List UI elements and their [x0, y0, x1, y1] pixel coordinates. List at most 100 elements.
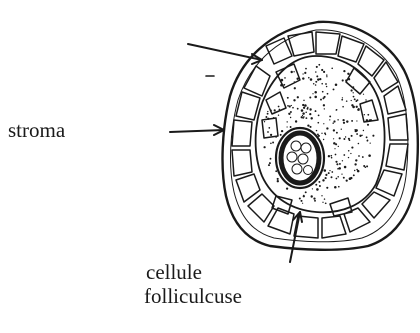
stipple-dot — [270, 110, 272, 112]
stipple-dot — [307, 124, 309, 126]
stipple-dot — [331, 68, 333, 70]
stipple-dot — [308, 77, 310, 79]
stipple-dot — [344, 166, 347, 169]
stipple-dot — [302, 115, 303, 116]
stipple-dot — [288, 113, 290, 115]
stipple-dot — [355, 129, 358, 132]
stipple-dot — [265, 116, 267, 118]
label-folliculeuse: folliculcuse — [144, 284, 242, 308]
stipple-dot — [325, 174, 327, 176]
stipple-dot — [351, 120, 353, 122]
stipple-dot — [331, 171, 333, 173]
stipple-dot — [324, 132, 326, 134]
stipple-dot — [283, 84, 285, 86]
stipple-dot — [326, 86, 328, 88]
stipple-dot — [317, 133, 319, 135]
stipple-dot — [367, 114, 369, 116]
stipple-dot — [356, 106, 358, 108]
stipple-dot — [351, 89, 353, 91]
stipple-dot — [315, 84, 317, 86]
stipple-dot — [290, 71, 292, 73]
stipple-dot — [335, 154, 337, 156]
stipple-dot — [328, 155, 330, 157]
stipple-dot — [287, 97, 289, 99]
stipple-dot — [354, 170, 355, 171]
stipple-dot — [326, 127, 328, 129]
stipple-dot — [303, 116, 305, 118]
stipple-dot — [268, 127, 270, 129]
stipple-dot — [351, 104, 353, 106]
stipple-dot — [309, 113, 311, 115]
stipple-dot — [333, 129, 335, 131]
stipple-dot — [358, 108, 359, 109]
stipple-dot — [269, 162, 271, 164]
stipple-dot — [333, 88, 335, 90]
stipple-dot — [300, 200, 302, 202]
stipple-dot — [353, 92, 354, 93]
stipple-dot — [321, 195, 322, 196]
stipple-dot — [317, 78, 319, 80]
stipple-dot — [295, 120, 297, 122]
stipple-dot — [336, 178, 338, 180]
stipple-dot — [293, 71, 294, 72]
stipple-dot — [316, 188, 319, 191]
stipple-dot — [329, 170, 330, 171]
stipple-dot — [358, 143, 360, 145]
stipple-dot — [343, 138, 345, 140]
stipple-dot — [322, 202, 323, 203]
stipple-dot — [354, 98, 356, 100]
stipple-dot — [358, 155, 360, 157]
stipple-dot — [299, 197, 301, 199]
stipple-dot — [348, 138, 350, 140]
stipple-dot — [316, 75, 318, 77]
stipple-dot — [342, 160, 343, 161]
stipple-dot — [365, 99, 366, 100]
stipple-dot — [314, 96, 317, 99]
stipple-dot — [284, 77, 286, 79]
stipple-dot — [323, 71, 325, 73]
stipple-dot — [292, 107, 294, 109]
stipple-dot — [332, 122, 334, 124]
stipple-dot — [267, 111, 268, 112]
stipple-dot — [264, 121, 265, 122]
stipple-dot — [351, 100, 352, 101]
stipple-dot — [329, 115, 331, 117]
stipple-dot — [315, 71, 317, 73]
stipple-dot — [354, 163, 356, 165]
stipple-dot — [357, 99, 359, 101]
stipple-dot — [327, 93, 329, 95]
stipple-dot — [348, 150, 350, 152]
stipple-dot — [305, 117, 307, 119]
stipple-dot — [315, 110, 317, 112]
stipple-dot — [321, 133, 322, 134]
stipple-dot — [309, 108, 311, 110]
stipple-dot — [347, 73, 349, 75]
stipple-dot — [336, 109, 338, 111]
stipple-dot — [310, 117, 312, 119]
stipple-dot — [351, 135, 353, 137]
stipple-dot — [320, 99, 322, 101]
stipple-dot — [325, 177, 327, 179]
stipple-dot — [348, 78, 350, 80]
stipple-dot — [367, 124, 369, 126]
stipple-dot — [334, 148, 335, 149]
stipple-dot — [322, 91, 324, 93]
stipple-dot — [307, 107, 308, 108]
stipple-dot — [339, 163, 341, 165]
stipple-dot — [309, 126, 311, 128]
stipple-dot — [339, 137, 341, 139]
stipple-dot — [357, 170, 360, 173]
stipple-dot — [345, 136, 346, 137]
stipple-dot — [303, 100, 304, 101]
stipple-dot — [333, 138, 334, 139]
stipple-dot — [277, 178, 279, 180]
stipple-dot — [314, 91, 317, 94]
stipple-dot — [304, 104, 307, 107]
stipple-dot — [353, 86, 355, 88]
stipple-dot — [366, 119, 369, 122]
stipple-dot — [277, 180, 279, 182]
stipple-dot — [319, 185, 321, 187]
stipple-dot — [359, 135, 361, 137]
stipple-dot — [312, 93, 313, 94]
stipple-dot — [323, 139, 324, 140]
